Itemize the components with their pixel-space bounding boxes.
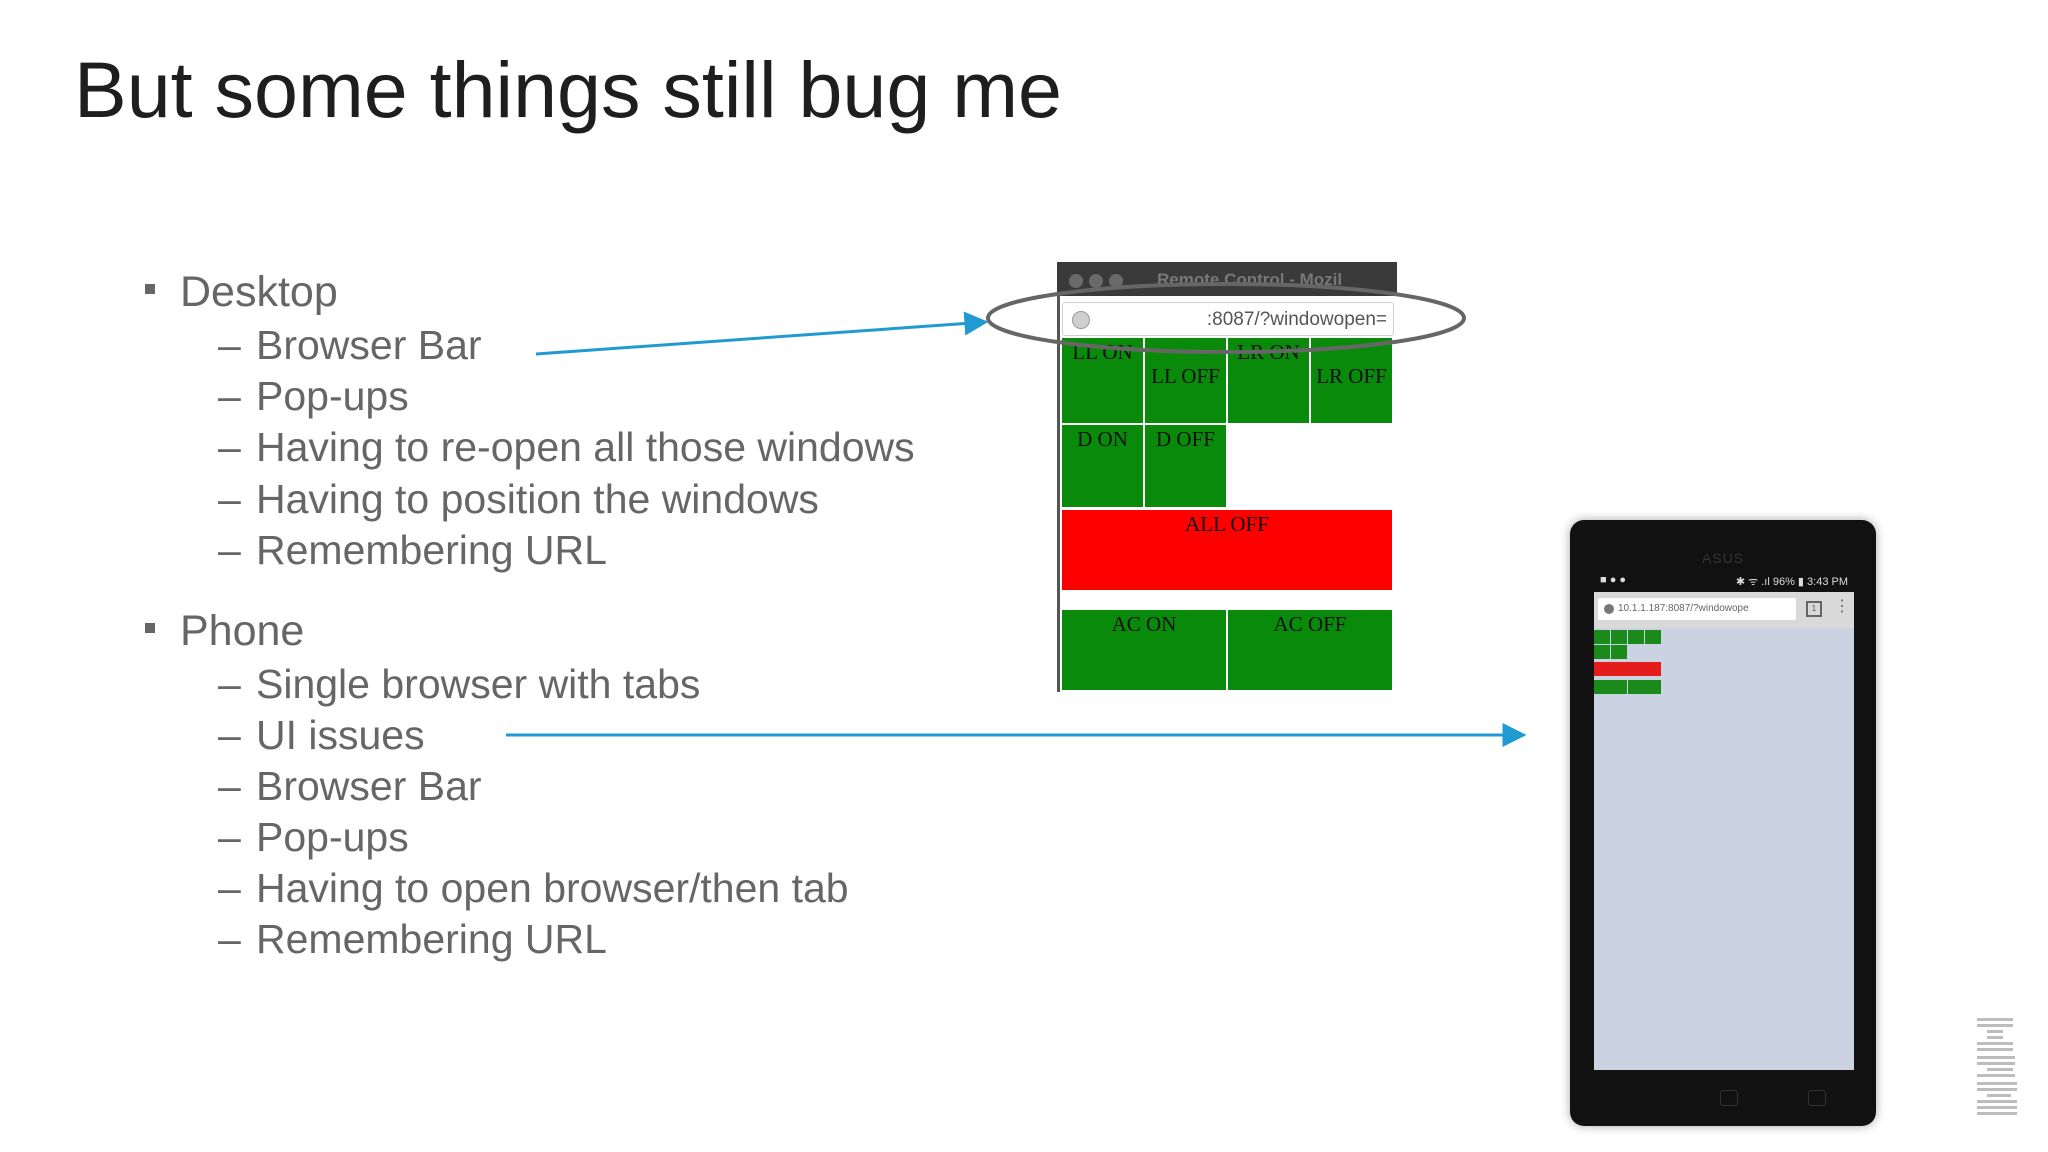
d-on-button: D ON [1062, 425, 1143, 507]
browser-url-bar: :8087/?windowopen= [1062, 302, 1394, 336]
mini-green-button [1594, 680, 1627, 694]
maximize-icon [1109, 274, 1123, 288]
desktop-label: Desktop [180, 268, 338, 316]
mini-green-button [1645, 630, 1661, 644]
bullet-square-icon [145, 623, 155, 633]
window-titlebar: Remote Control - Mozil [1057, 262, 1397, 296]
phone-screen: 10.1.1.187:8087/?windowope 1 ⋮ [1594, 592, 1854, 1070]
ll-on-button: LL ON [1062, 338, 1143, 423]
ac-off-button: AC OFF [1228, 610, 1392, 690]
mini-green-button [1594, 645, 1610, 659]
phone-bullet: Phone [145, 607, 305, 656]
window-controls [1069, 273, 1129, 288]
mobile-url-bar: 10.1.1.187:8087/?windowope [1598, 598, 1796, 620]
phone-screenshot: ASUS ■ ● ● ✱ ᯤ .ıl 96% ▮ 3:43 PM 10.1.1.… [1570, 520, 1876, 1126]
phone-item: –Pop-ups [218, 814, 409, 860]
recent-key-icon [1808, 1090, 1826, 1106]
phone-item: –Browser Bar [218, 763, 482, 809]
overflow-menu-icon: ⋮ [1834, 598, 1850, 615]
lr-off-button: LR OFF [1311, 338, 1392, 423]
all-off-button: ALL OFF [1062, 510, 1392, 590]
ac-on-button: AC ON [1062, 610, 1226, 690]
desktop-bullet: Desktop [145, 268, 338, 317]
mini-green-button [1628, 680, 1661, 694]
window-border [1057, 296, 1060, 692]
phone-item: –Single browser with tabs [218, 661, 701, 707]
phone-item: –Remembering URL [218, 916, 607, 962]
mini-green-button [1628, 630, 1644, 644]
lr-on-button: LR ON [1228, 338, 1309, 423]
mini-green-button [1594, 630, 1610, 644]
globe-icon [1604, 604, 1614, 614]
minimize-icon [1089, 274, 1103, 288]
status-icons: ✱ ᯤ .ıl 96% ▮ 3:43 PM [1735, 576, 1848, 588]
desktop-item: –Having to re-open all those windows [218, 424, 915, 470]
globe-icon [1072, 311, 1090, 329]
browser-bar-arrow [535, 311, 989, 356]
mobile-url-text: 10.1.1.187:8087/?windowope [1618, 603, 1749, 614]
ibm-logo [1977, 1018, 2017, 1115]
mobile-browser-toolbar: 10.1.1.187:8087/?windowope 1 ⋮ [1594, 592, 1854, 628]
notification-icons: ■ ● ● [1600, 574, 1627, 586]
home-key-icon [1720, 1090, 1738, 1106]
ll-off-button: LL OFF [1145, 338, 1226, 423]
d-off-button: D OFF [1145, 425, 1226, 507]
phone-status-bar: ■ ● ● ✱ ᯤ .ıl 96% ▮ 3:43 PM [1596, 572, 1852, 590]
slide-title: But some things still bug me [74, 45, 1062, 134]
desktop-item: –Browser Bar [218, 322, 482, 368]
window-title: Remote Control - Mozil [1157, 270, 1343, 289]
phone-item: –Having to open browser/then tab [218, 865, 849, 911]
mini-red-button [1594, 662, 1661, 676]
phone-item: –UI issues [218, 712, 425, 758]
phone-nav-keys [1570, 1090, 1876, 1110]
tabs-icon: 1 [1806, 601, 1822, 617]
desktop-item: –Remembering URL [218, 527, 607, 573]
mobile-page-content [1594, 628, 1854, 1070]
mini-green-button [1611, 630, 1627, 644]
desktop-item: –Pop-ups [218, 373, 409, 419]
desktop-screenshot: Remote Control - Mozil :8087/?windowopen… [1057, 262, 1397, 692]
bullet-square-icon [145, 284, 155, 294]
mini-green-button [1611, 645, 1627, 659]
close-icon [1069, 274, 1083, 288]
url-text: :8087/?windowopen= [1206, 309, 1387, 330]
phone-brand: ASUS [1701, 550, 1745, 566]
phone-label: Phone [180, 607, 305, 655]
desktop-item: –Having to position the windows [218, 476, 819, 522]
